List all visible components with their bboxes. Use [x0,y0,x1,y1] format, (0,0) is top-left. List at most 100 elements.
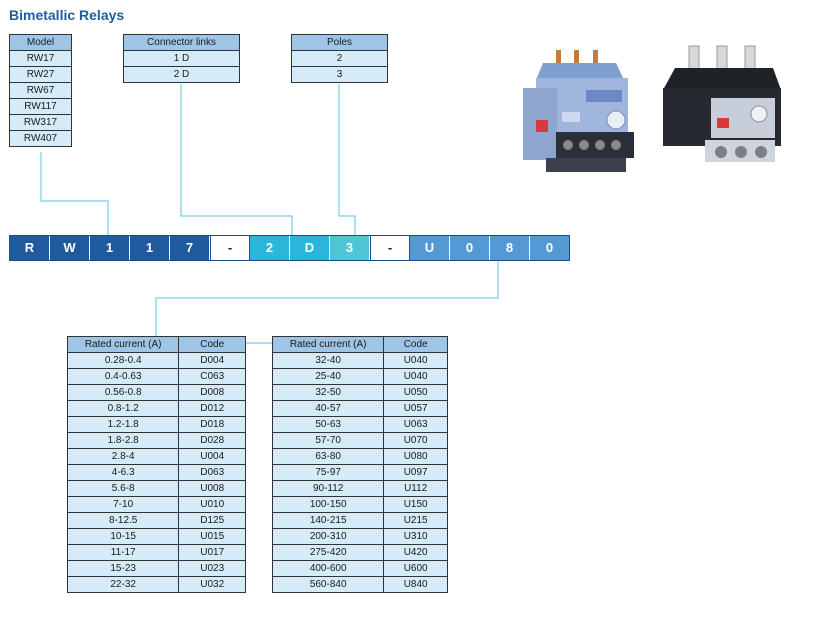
relay-photo-small [523,50,634,172]
code-cell: D012 [178,400,246,417]
product-code: R W 1 1 7 - 2 D 3 - U 0 8 0 [9,235,570,261]
code-cell: D008 [178,384,246,401]
model-table: Model RW17 RW27 RW67 RW117 RW317 RW407 [9,34,72,147]
code-cell: U070 [383,432,448,449]
poles-table-header: Poles [291,34,388,51]
code-cell: U023 [178,560,246,577]
code-cell: D063 [178,464,246,481]
code-cell: U057 [383,400,448,417]
code-cell: U040 [383,368,448,385]
code-char-poles: 3 [330,236,370,260]
model-option: RW17 [9,50,72,67]
model-option: RW117 [9,98,72,115]
code-cell: U080 [383,448,448,465]
code-header: Code [383,336,448,353]
rated-current-cell: 11-17 [66,544,180,561]
code-cell: U420 [383,544,448,561]
code-char-connector: D [290,236,330,260]
rated-current-cell: 90-112 [271,480,385,497]
code-char-model: 7 [170,236,210,260]
model-option: RW27 [9,66,72,83]
rated-current-cell: 200-310 [271,528,385,545]
code-char-current: 0 [530,236,569,260]
rated-current-cell: 25-40 [271,368,385,385]
code-cell: U004 [178,448,246,465]
rated-current-cell: 32-50 [271,384,385,401]
connector-option: 1 D [123,50,240,67]
code-char-current: 0 [450,236,490,260]
rated-current-cell: 5.6-8 [66,480,180,497]
code-char-current: 8 [490,236,530,260]
current-header: Rated current (A) [271,336,385,353]
rated-current-cell: 0.8-1.2 [66,400,180,417]
code-char-dash: - [370,236,410,260]
current-header: Rated current (A) [66,336,180,353]
code-cell: D028 [178,432,246,449]
rated-current-cell: 8-12.5 [66,512,180,529]
rated-current-cell: 1.2-1.8 [66,416,180,433]
model-line [40,152,109,235]
code-cell: D125 [178,512,246,529]
code-cell: C063 [178,368,246,385]
model-option: RW67 [9,82,72,99]
model-option: RW317 [9,114,72,131]
rated-current-cell: 32-40 [271,352,385,369]
code-cell: U032 [178,576,246,593]
code-cell: U010 [178,496,246,513]
rated-current-cell: 0.4-0.63 [66,368,180,385]
code-cell: U310 [383,528,448,545]
rated-current-cell: 0.28-0.4 [66,352,180,369]
code-cell: U840 [383,576,448,593]
code-cell: U063 [383,416,448,433]
rated-current-cell: 0.56-0.8 [66,384,180,401]
connector-table: Connector links 1 D 2 D [123,34,240,83]
poles-line [338,84,356,235]
code-cell: U050 [383,384,448,401]
poles-option: 3 [291,66,388,83]
code-char-current: U [410,236,450,260]
code-cell: U040 [383,352,448,369]
page-title: Bimetallic Relays [9,7,125,23]
rated-current-cell: 1.8-2.8 [66,432,180,449]
code-cell: U215 [383,512,448,529]
rated-current-cell: 400-600 [271,560,385,577]
code-char-model: R [10,236,50,260]
rated-current-cell: 63-80 [271,448,385,465]
code-cell: U015 [178,528,246,545]
rated-current-cell: 275-420 [271,544,385,561]
code-char-dash: - [210,236,250,260]
code-cell: D004 [178,352,246,369]
code-cell: U150 [383,496,448,513]
relay-photo-large [663,45,781,162]
connector-table-header: Connector links [123,34,240,51]
code-cell: U600 [383,560,448,577]
code-char-connector: 2 [250,236,290,260]
model-table-header: Model [9,34,72,51]
rated-current-cell: 140-215 [271,512,385,529]
